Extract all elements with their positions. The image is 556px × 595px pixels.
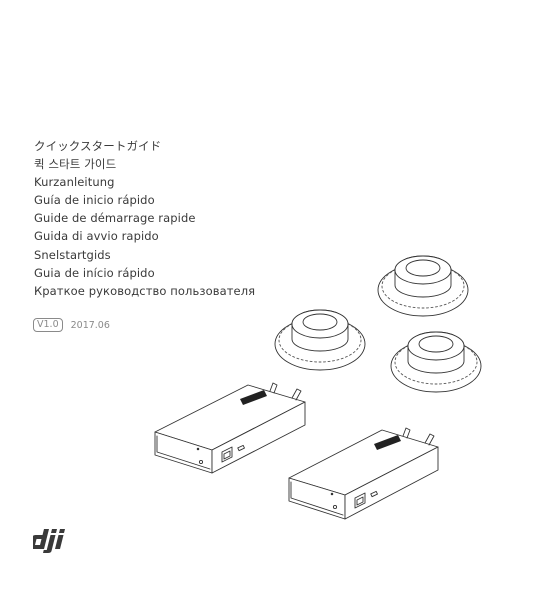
receiver-module-illustration <box>289 428 438 519</box>
dji-logo <box>33 529 89 553</box>
antenna-1-illustration <box>378 256 468 316</box>
antenna-2-illustration <box>275 310 365 370</box>
transmitter-module-illustration <box>155 383 305 473</box>
antenna-3-illustration <box>391 332 481 392</box>
